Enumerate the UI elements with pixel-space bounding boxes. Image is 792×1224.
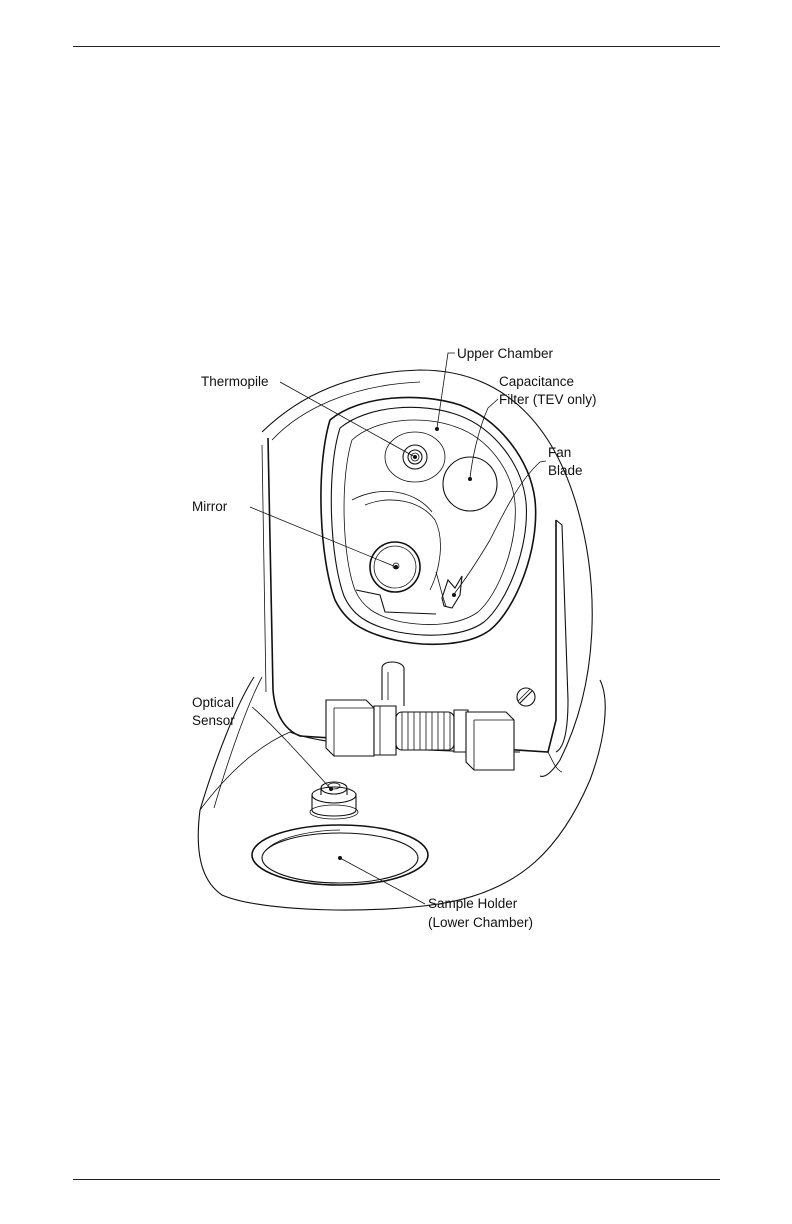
label-capacitance-filter-1: Capacitance [499, 374, 574, 389]
hinge-tab [382, 662, 404, 706]
sample-holder-icon [252, 825, 428, 885]
label-sample-holder-1: Sample Holder [428, 896, 518, 911]
label-fan-blade-2: Blade [548, 463, 583, 478]
label-upper-chamber: Upper Chamber [457, 346, 554, 361]
label-capacitance-filter-2: Filter (TEV only) [499, 392, 597, 407]
hinge-spring-icon [326, 700, 514, 770]
diagram-labels: Upper Chamber Thermopile Capacitance Fil… [192, 346, 597, 930]
screw-icon [517, 688, 535, 706]
label-optical-sensor-2: Sensor [192, 713, 235, 728]
label-optical-sensor-1: Optical [192, 695, 234, 710]
spring-coils [396, 712, 454, 750]
fan-clip [436, 572, 462, 608]
optical-sensor-icon [310, 782, 358, 819]
label-sample-holder-2: (Lower Chamber) [428, 915, 533, 930]
label-thermopile: Thermopile [201, 374, 269, 389]
fan-blade-icon [443, 457, 497, 511]
leader-lines [250, 353, 546, 904]
label-mirror: Mirror [192, 499, 228, 514]
label-fan-blade-1: Fan [548, 445, 571, 460]
